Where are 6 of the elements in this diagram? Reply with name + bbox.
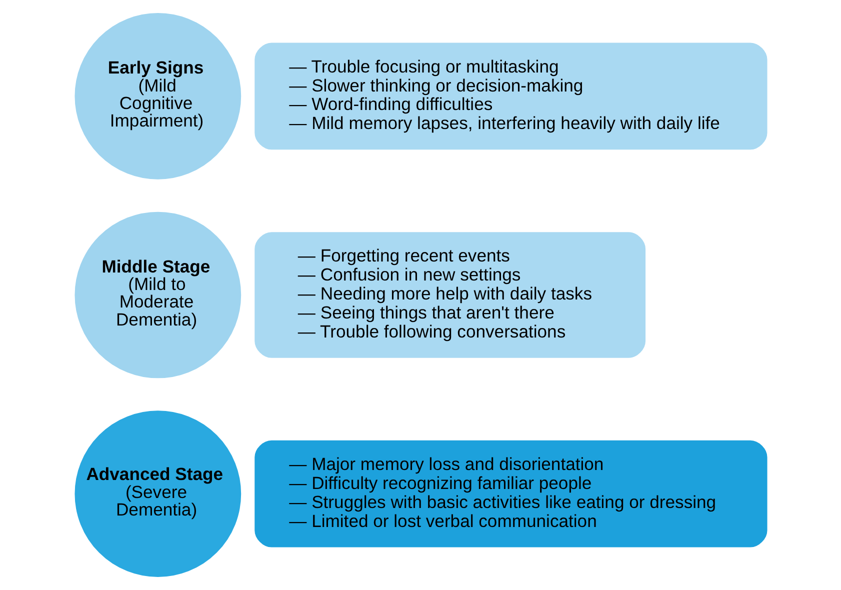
node-circle: Advanced Stage (Severe Dementia) — [74, 410, 241, 578]
node-circle: Middle Stage (Mild to Moderate Dementia) — [74, 212, 241, 378]
node-box: — Forgetting recent events — Confusion in new settings — Needing more help with daily tasks — Seeing things that aren't there — Trouble following conversations — [254, 232, 646, 358]
node-circle: Early Signs (Mild Cognitive Impairment) — [74, 12, 241, 180]
node-box: — Trouble focusing or multitasking — Slower thinking or decision-making — Word-finding difficulties — Mild memory lapses, interfering heavily with daily life — [254, 42, 767, 150]
node-box: — Major memory loss and disorientation — Difficulty recognizing familiar people — Struggles with basic activities like eating or dressing — Limited or lost verbal communication — [254, 440, 767, 548]
